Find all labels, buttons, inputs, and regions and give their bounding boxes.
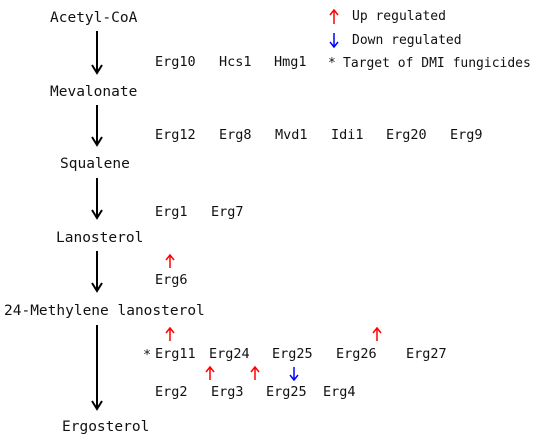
metabolite-24-methylene-lanosterol: 24-Methylene lanosterol [4, 303, 205, 319]
pathway-arrow-1-icon [91, 31, 103, 75]
gene-erg27: Erg27 [406, 346, 447, 362]
erg3-up-arrow-2-icon [250, 365, 260, 380]
metabolite-acetyl-coa: Acetyl-CoA [50, 10, 138, 26]
gene-mvd1: Mvd1 [275, 127, 308, 143]
dmi-target-mark: * [143, 347, 152, 363]
gene-hcs1: Hcs1 [219, 54, 252, 70]
gene-idi1: Idi1 [331, 127, 364, 143]
gene-hmg1: Hmg1 [274, 54, 307, 70]
metabolite-lanosterol: Lanosterol [56, 230, 144, 246]
legend-up-label: Up regulated [352, 9, 446, 24]
gene-erg1: Erg1 [155, 204, 188, 220]
gene-erg7: Erg7 [211, 204, 244, 220]
pathway-arrow-4-icon [91, 251, 103, 293]
metabolite-ergosterol: Ergosterol [62, 419, 150, 435]
metabolite-squalene: Squalene [60, 156, 130, 172]
gene-erg8: Erg8 [219, 127, 252, 143]
erg25-down-arrow-icon [289, 367, 299, 382]
gene-erg10: Erg10 [155, 54, 196, 70]
gene-erg2: Erg2 [155, 384, 188, 400]
gene-erg11: Erg11 [155, 346, 196, 362]
gene-erg26: Erg26 [336, 346, 377, 362]
metabolite-mevalonate: Mevalonate [50, 84, 138, 100]
gene-erg12: Erg12 [155, 127, 196, 143]
gene-erg24: Erg24 [209, 346, 250, 362]
erg6-up-arrow-icon [165, 253, 175, 268]
gene-erg25-row2: Erg25 [266, 384, 307, 400]
legend-down-arrow-icon [329, 33, 339, 49]
gene-erg25: Erg25 [272, 346, 313, 362]
legend-target-mark: * [328, 56, 336, 71]
erg11-up-arrow-icon [165, 326, 175, 341]
gene-erg4: Erg4 [323, 384, 356, 400]
legend-up-arrow-icon [329, 8, 339, 24]
gene-erg9: Erg9 [450, 127, 483, 143]
gene-erg3: Erg3 [211, 384, 244, 400]
legend-target-label: Target of DMI fungicides [343, 56, 531, 71]
pathway-arrow-2-icon [91, 105, 103, 147]
gene-erg6: Erg6 [155, 272, 188, 288]
pathway-arrow-5-icon [91, 325, 103, 411]
gene-erg20: Erg20 [386, 127, 427, 143]
pathway-arrow-3-icon [91, 178, 103, 220]
erg3-up-arrow-icon [205, 365, 215, 380]
erg26-up-arrow-icon [372, 326, 382, 341]
legend-down-label: Down regulated [352, 33, 462, 48]
